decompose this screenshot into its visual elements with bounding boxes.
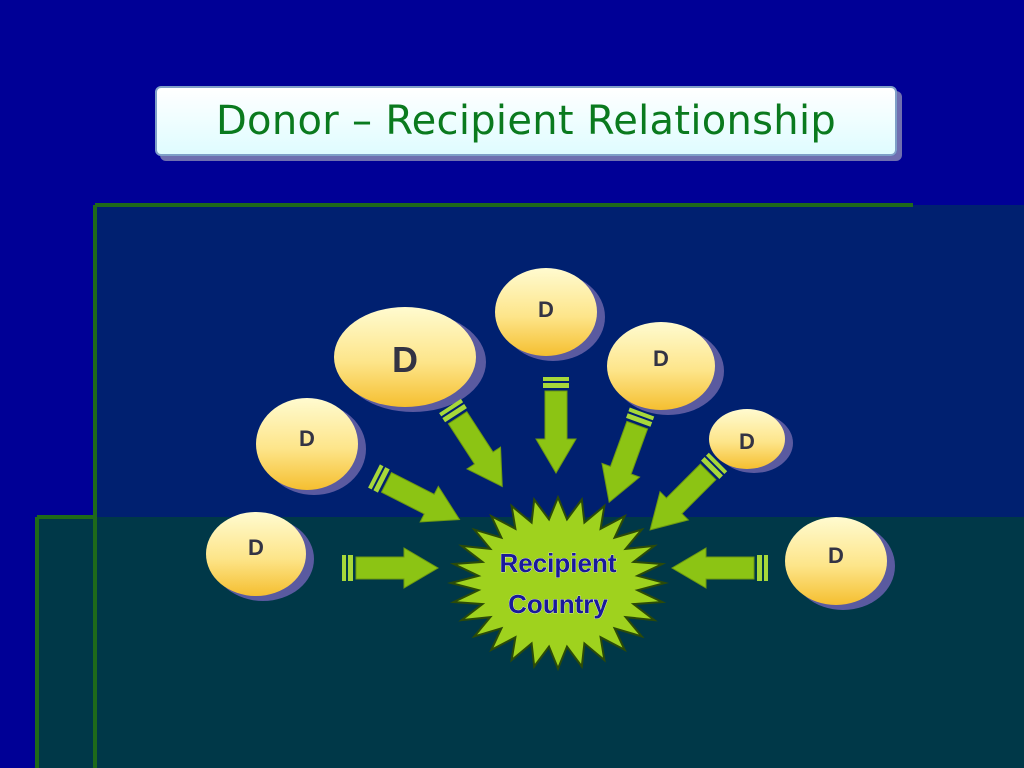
panel-border-top (95, 203, 913, 207)
donor-bottom-left: D (206, 512, 314, 601)
donor-top-label: D (538, 297, 554, 322)
panel-border-left (93, 205, 97, 768)
donor-right-small: D (709, 409, 793, 473)
recipient-burst (447, 494, 669, 672)
donor-large-label: D (392, 339, 418, 380)
donor-large: D (334, 307, 486, 412)
panel-border-lower-top (37, 515, 97, 519)
panel-upper (95, 205, 1024, 517)
donor-bottom-right-label: D (828, 543, 844, 568)
donor-upper-right: D (607, 322, 724, 415)
recipient-label-line1: Recipient (499, 548, 616, 578)
donor-left-label: D (299, 426, 315, 451)
donor-right-small-label: D (739, 429, 755, 454)
panel-border-lower-left (35, 517, 39, 768)
donor-upper-right-label: D (653, 346, 669, 371)
donor-bottom-left-label: D (248, 535, 264, 560)
slide-title: Donor – Recipient Relationship (215, 98, 837, 144)
donor-bottom-right: D (785, 517, 895, 610)
donor-left: D (256, 398, 366, 495)
title-box: Donor – Recipient Relationship (155, 86, 897, 156)
recipient-label-line2: Country (508, 589, 608, 619)
donor-top: D (495, 268, 605, 361)
